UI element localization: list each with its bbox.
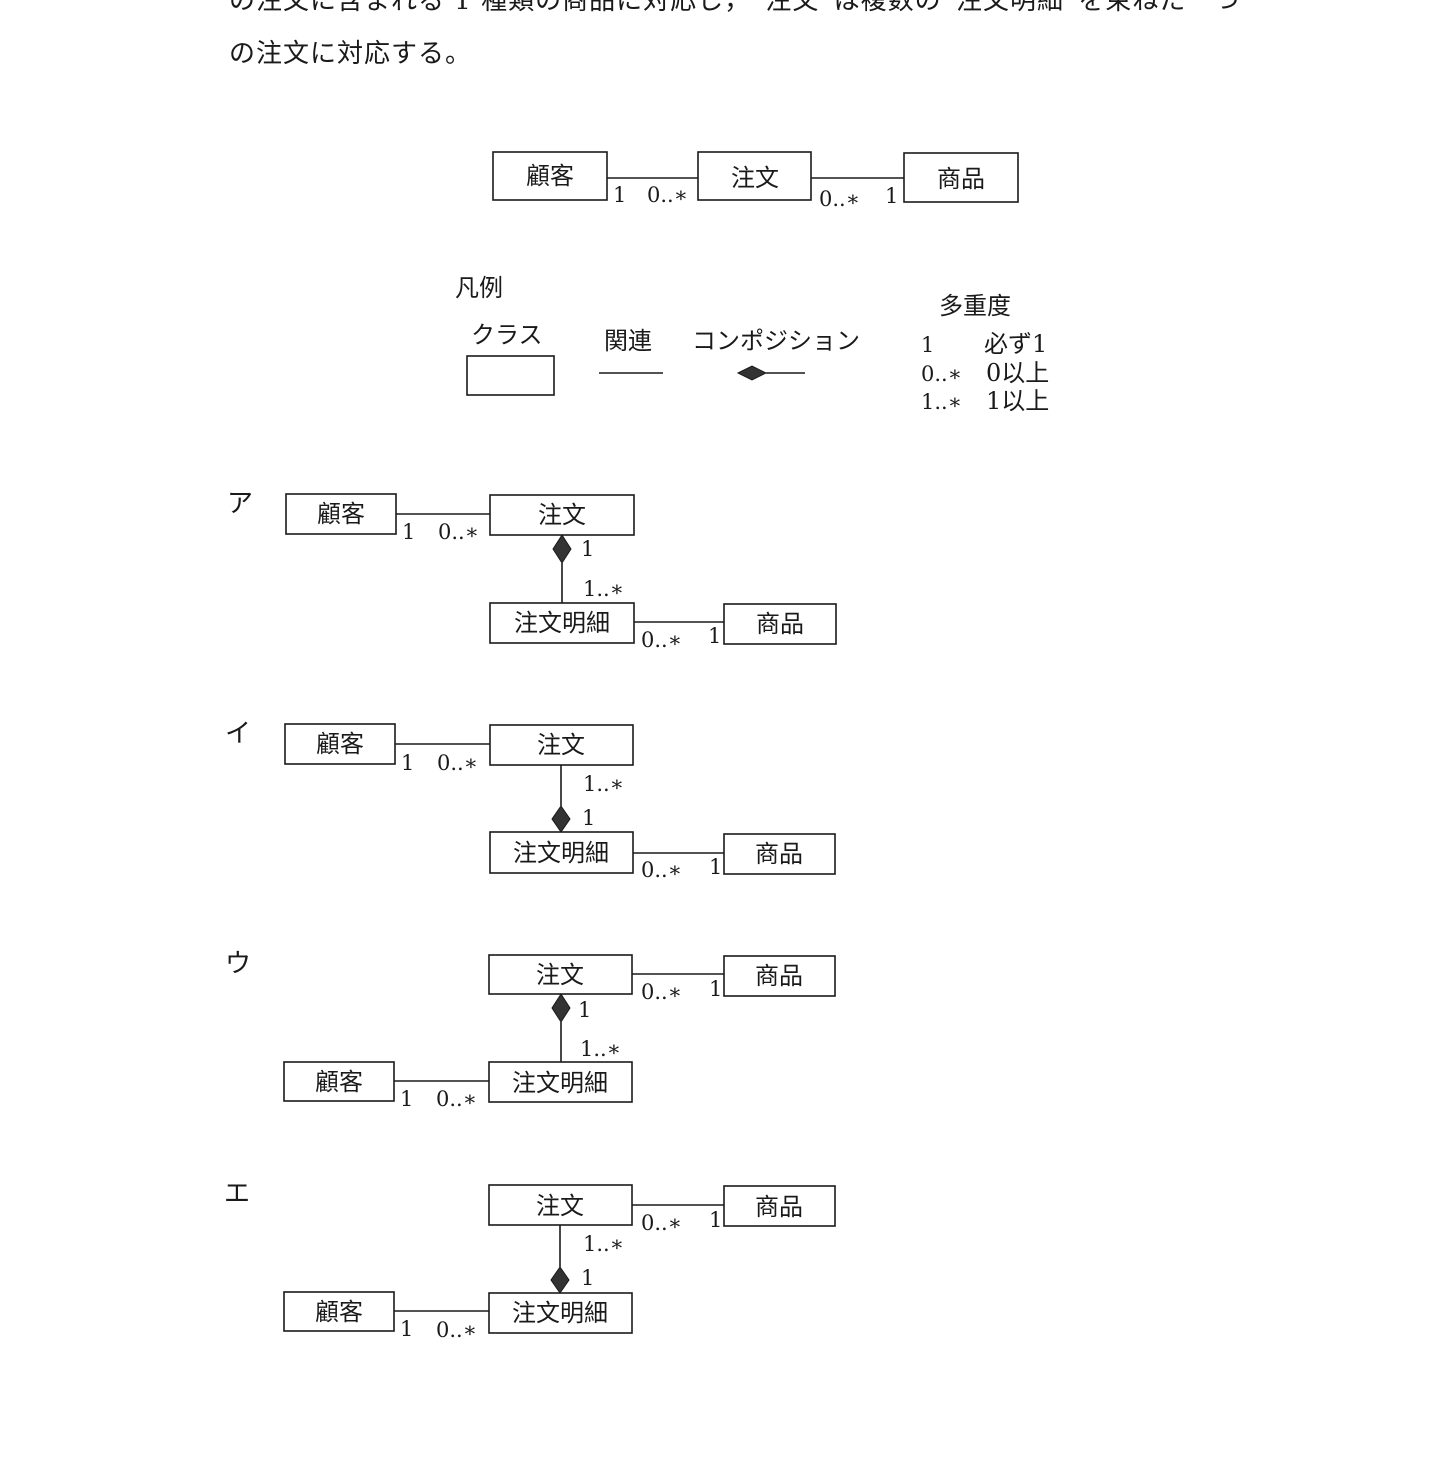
multiplicity-label: 1 <box>400 1317 413 1341</box>
class-box-order <box>697 151 812 201</box>
multiplicity-label: 1 <box>582 806 595 830</box>
multiplicity-label: 0..∗ <box>641 628 682 652</box>
multiplicity-label: 0..∗ <box>437 751 478 775</box>
multiplicity-label: 1 <box>581 1266 594 1290</box>
class-box-product <box>723 1185 836 1227</box>
class-box-order-detail <box>488 1061 633 1103</box>
class-order: 注文 <box>536 961 584 989</box>
class-order-detail: 注文明細 <box>512 1299 608 1327</box>
multiplicity-label: 1..∗ <box>583 1232 624 1256</box>
legend-mult-meaning: 必ず1 <box>984 330 1047 358</box>
intro-line-1: の注文に含まれる 1 種類の商品に対応し，“注文”は複数の“注文明細”を束ねた一… <box>229 0 1241 16</box>
legend-title: 凡例 <box>455 274 503 302</box>
multiplicity-label: 1..∗ <box>580 1037 621 1061</box>
composition-diamond-icon <box>736 365 768 381</box>
class-box-product <box>723 955 836 997</box>
class-product: 商品 <box>937 165 985 193</box>
class-box-product <box>723 833 836 875</box>
multiplicity-label: 1 <box>708 624 721 648</box>
legend: 凡例 クラス 関連 コンポジション 多重度 1 必ず1 0..∗ 0以上 1..… <box>455 274 1049 415</box>
option-label: ウ <box>225 949 251 979</box>
composition-diamond-icon <box>550 1266 570 1294</box>
multiplicity-label: 1..∗ <box>583 772 624 796</box>
composition-diamond-icon <box>551 993 571 1023</box>
multiplicity-label: 1..∗ <box>583 577 624 601</box>
multiplicity-label: 1 <box>401 751 414 775</box>
multiplicity-label: 1 <box>709 1208 722 1232</box>
legend-composition-label: コンポジション <box>692 327 860 355</box>
class-order: 注文 <box>536 1192 584 1220</box>
class-box-order-detail <box>488 1292 633 1334</box>
legend-mult-symbol: 0..∗ <box>921 362 962 386</box>
option-u: ウ 注文 商品 顧客 注文明細 0..∗ 1 1 1..∗ 1 0..∗ <box>225 949 836 1111</box>
option-e: エ 注文 商品 顧客 注文明細 0..∗ 1 1..∗ 1 1 0..∗ <box>224 1179 836 1342</box>
multiplicity-label: 1 <box>613 183 626 207</box>
class-customer: 顧客 <box>526 162 574 190</box>
class-box-customer <box>283 1061 395 1102</box>
class-box-customer <box>492 151 608 201</box>
class-order-detail: 注文明細 <box>512 1069 608 1097</box>
class-product: 商品 <box>755 840 803 868</box>
option-label: イ <box>225 719 251 749</box>
class-box-order <box>488 1184 633 1226</box>
multiplicity-label: 1 <box>578 998 591 1022</box>
legend-class-box <box>466 355 555 396</box>
class-box-customer <box>285 493 397 535</box>
class-box-customer <box>283 1291 395 1332</box>
multiplicity-label: 1 <box>885 184 898 208</box>
option-a: ア 顧客 注文 注文明細 商品 1 0..∗ 1 1..∗ 0..∗ 1 <box>227 489 837 652</box>
class-order: 注文 <box>731 164 779 192</box>
legend-mult-symbol: 1..∗ <box>921 390 962 414</box>
class-product: 商品 <box>756 610 804 638</box>
option-label: エ <box>224 1179 250 1209</box>
legend-mult-symbol: 1 <box>921 333 934 357</box>
multiplicity-label: 1 <box>709 977 722 1001</box>
composition-diamond-icon <box>552 534 572 564</box>
multiplicity-label: 1 <box>402 520 415 544</box>
multiplicity-label: 1 <box>400 1087 413 1111</box>
class-order: 注文 <box>537 731 585 759</box>
legend-association-label: 関連 <box>604 327 652 355</box>
class-box-product <box>723 603 837 645</box>
multiplicity-label: 0..∗ <box>641 1211 682 1235</box>
legend-mult-meaning: 0以上 <box>986 359 1049 387</box>
multiplicity-label: 0..∗ <box>647 183 688 207</box>
multiplicity-label: 0..∗ <box>436 1318 477 1342</box>
multiplicity-label: 1 <box>709 855 722 879</box>
class-product: 商品 <box>755 962 803 990</box>
legend-multiplicity-title: 多重度 <box>939 292 1011 320</box>
multiplicity-label: 0..∗ <box>438 520 479 544</box>
class-customer: 顧客 <box>317 500 365 528</box>
class-box-order-detail <box>489 831 634 874</box>
class-customer: 顧客 <box>316 730 364 758</box>
composition-diamond-icon <box>551 805 571 833</box>
multiplicity-label: 0..∗ <box>436 1087 477 1111</box>
intro-line-2: の注文に対応する。 <box>229 39 473 69</box>
option-label: ア <box>227 489 253 519</box>
class-customer: 顧客 <box>315 1068 363 1096</box>
class-box-customer <box>284 723 396 765</box>
multiplicity-label: 0..∗ <box>641 858 682 882</box>
class-box-order-detail <box>489 602 635 644</box>
main-diagram: 顧客 注文 商品 1 0..∗ 0..∗ 1 <box>492 151 1019 211</box>
class-box-product <box>903 152 1019 203</box>
class-box-order <box>488 954 633 995</box>
multiplicity-label: 0..∗ <box>819 187 860 211</box>
class-box-order <box>489 494 635 536</box>
class-customer: 顧客 <box>315 1298 363 1326</box>
class-order: 注文 <box>538 501 586 529</box>
legend-class-label: クラス <box>471 321 543 349</box>
class-box-order <box>489 724 634 766</box>
multiplicity-label: 1 <box>581 537 594 561</box>
class-product: 商品 <box>755 1193 803 1221</box>
class-order-detail: 注文明細 <box>514 609 610 637</box>
class-order-detail: 注文明細 <box>513 839 609 867</box>
legend-mult-meaning: 1以上 <box>986 387 1049 415</box>
multiplicity-label: 0..∗ <box>641 980 682 1004</box>
option-i: イ 顧客 注文 注文明細 商品 1 0..∗ 1..∗ 1 0..∗ 1 <box>225 719 836 882</box>
